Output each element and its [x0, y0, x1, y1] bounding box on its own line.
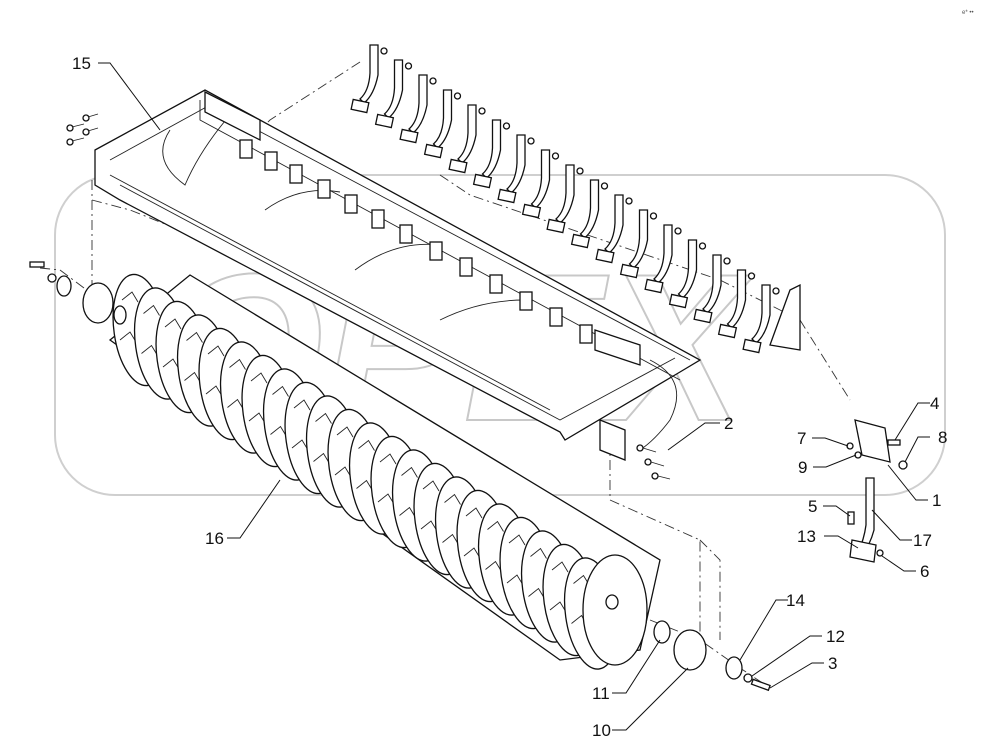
- tine: [693, 254, 731, 324]
- tine: [521, 149, 560, 219]
- tine: [570, 179, 609, 249]
- tine: [546, 164, 584, 234]
- corner-mark: e* ••: [962, 10, 974, 16]
- clamp-bracket-1: [854, 419, 891, 463]
- callout-7: 7: [797, 429, 806, 448]
- callout-12: 12: [826, 627, 845, 646]
- callout-8: 8: [938, 428, 947, 447]
- callout-5: 5: [808, 497, 817, 516]
- pin-5: [847, 511, 855, 525]
- tine: [619, 209, 658, 279]
- callout-14: 14: [786, 591, 805, 610]
- tine: [497, 134, 535, 204]
- callout-6: 6: [920, 562, 929, 581]
- frame-assembly: [94, 89, 702, 461]
- tine: [350, 44, 388, 114]
- nut-8: [898, 460, 908, 470]
- tine: [644, 224, 682, 294]
- right-bearing-parts: [653, 620, 771, 692]
- callout-11: 11: [592, 684, 610, 703]
- bolt-3: [750, 678, 771, 692]
- tine: [595, 194, 633, 264]
- roller-assembly: [108, 273, 661, 670]
- left-bearing: [82, 282, 114, 324]
- bolt-6: [876, 549, 884, 557]
- foot-13: [849, 539, 877, 563]
- right-end-bracket: [599, 419, 626, 461]
- callout-4: 4: [930, 394, 939, 413]
- roller-rings: [112, 273, 620, 670]
- bearing-10: [673, 629, 707, 671]
- callout-10: 10: [592, 721, 611, 740]
- tine: [717, 269, 756, 339]
- bolts-2: [636, 444, 671, 480]
- callout-2: 2: [724, 414, 733, 433]
- callout-1: 1: [932, 491, 941, 510]
- tine: [448, 104, 486, 174]
- tine: [423, 89, 462, 159]
- left-mount-plate: [204, 90, 261, 142]
- callout-16: 16: [205, 529, 224, 548]
- tine: [399, 74, 437, 144]
- left-nut: [47, 273, 57, 283]
- tine: [668, 239, 707, 309]
- roller-end-disc: [582, 554, 648, 666]
- left-circlip: [56, 275, 72, 297]
- left-frame-bolts: [66, 113, 99, 146]
- callout-15: 15: [72, 54, 91, 73]
- tine: [472, 119, 511, 189]
- washer-11: [653, 620, 671, 644]
- nut-12: [743, 673, 753, 683]
- callout-17: 17: [913, 531, 932, 550]
- left-washer: [113, 305, 127, 325]
- circlip-14: [725, 656, 743, 680]
- spare-tine: [769, 283, 801, 351]
- callout-9: 9: [798, 458, 807, 477]
- tine-brackets-row: [239, 139, 593, 344]
- left-bearing-parts: [29, 261, 127, 325]
- tine: [374, 59, 413, 129]
- callout-3: 3: [828, 654, 837, 673]
- roller-hub: [605, 594, 619, 610]
- tine-set: [350, 44, 780, 354]
- tine: [742, 284, 780, 354]
- callout-13: 13: [797, 527, 816, 546]
- frame-body: [94, 89, 702, 441]
- clamp-detail: [769, 283, 908, 563]
- callout-labels: 15 2 4 8 7 9 1 5 17 13 6 16 14 12 3 11 1…: [72, 54, 947, 740]
- right-mount-plate: [594, 329, 641, 366]
- left-bolt: [29, 261, 45, 268]
- leader-lines: [98, 62, 930, 731]
- bolt-4: [887, 439, 901, 446]
